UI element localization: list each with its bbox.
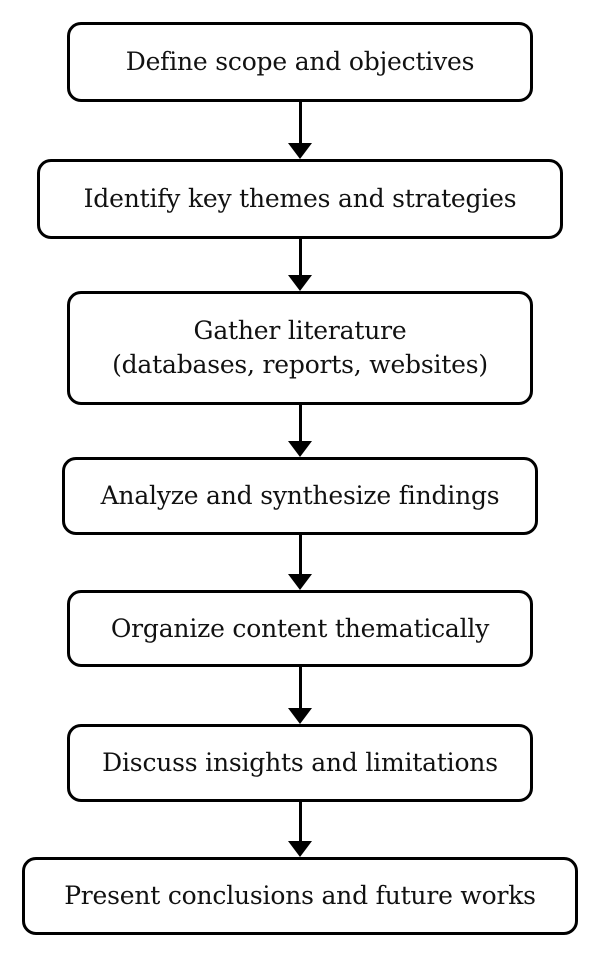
step-label: Present conclusions and future works xyxy=(64,881,536,911)
arrow-down-icon xyxy=(288,535,312,590)
arrow-down-icon xyxy=(288,667,312,724)
arrow-down-icon xyxy=(288,239,312,291)
step-define-scope: Define scope and objectives xyxy=(67,22,533,102)
step-organize-content: Organize content thematically xyxy=(67,590,533,667)
step-analyze-synthesize: Analyze and synthesize findings xyxy=(62,457,538,535)
arrow-down-icon xyxy=(288,102,312,159)
step-present-conclusions: Present conclusions and future works xyxy=(22,857,578,935)
step-identify-themes: Identify key themes and strategies xyxy=(37,159,563,239)
step-label: Analyze and synthesize findings xyxy=(100,481,500,511)
step-label: Organize content thematically xyxy=(110,613,490,643)
step-label-line-2: (databases, reports, websites) xyxy=(112,350,488,379)
step-label: Identify key themes and strategies xyxy=(83,184,517,214)
step-label-line-1: Gather literature xyxy=(193,316,407,346)
arrow-down-icon xyxy=(288,802,312,857)
step-label: Discuss insights and limitations xyxy=(102,748,498,778)
step-label: Define scope and objectives xyxy=(125,47,475,77)
arrow-down-icon xyxy=(288,405,312,457)
step-discuss-insights: Discuss insights and limitations xyxy=(67,724,533,802)
step-gather-literature: Gather literature (databases, reports, w… xyxy=(67,291,533,405)
